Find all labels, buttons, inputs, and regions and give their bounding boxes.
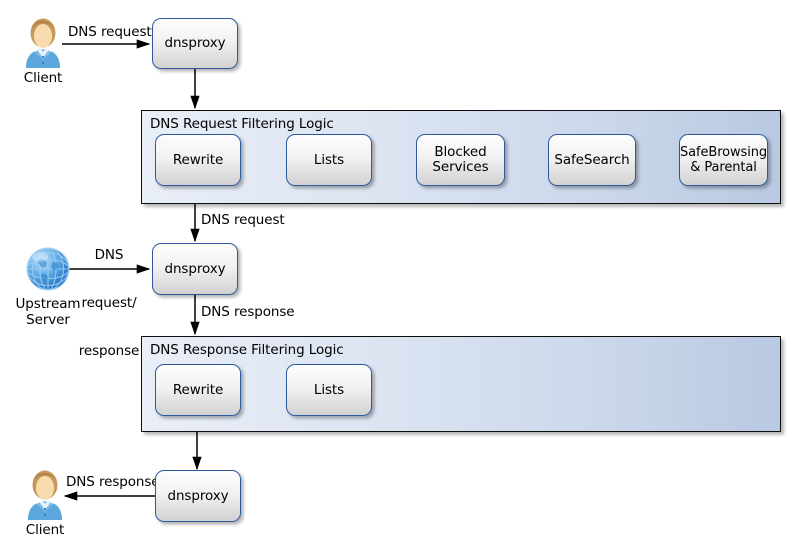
label-upstream-line2: request/ xyxy=(81,295,137,311)
panel-response-filtering-title: DNS Response Filtering Logic xyxy=(150,342,344,358)
stage-rewrite-response-label: Rewrite xyxy=(172,381,224,398)
person-icon xyxy=(22,16,64,68)
stage-rewrite-response[interactable]: Rewrite xyxy=(155,364,241,416)
dnsproxy-top-label: dnsproxy xyxy=(164,35,226,51)
dnsproxy-middle-label: dnsproxy xyxy=(164,260,226,277)
caption-client-top: Client xyxy=(23,70,63,86)
caption-upstream-line2: Server xyxy=(26,312,70,328)
stage-rewrite-request[interactable]: Rewrite xyxy=(155,134,241,186)
stage-safesearch[interactable]: SafeSearch xyxy=(548,134,636,186)
label-client-to-dnsproxy: DNS request xyxy=(68,24,152,40)
globe-icon xyxy=(22,243,74,295)
stage-blocked-services[interactable]: Blocked Services xyxy=(416,134,505,186)
label-dnsproxy-to-response-panel: DNS response xyxy=(201,304,295,320)
stage-safebrowsing-parental-line2: & Parental xyxy=(690,160,757,175)
stage-blocked-services-label: Blocked Services xyxy=(432,145,488,175)
stage-safesearch-label: SafeSearch xyxy=(554,151,630,168)
caption-client-bottom: Client xyxy=(25,522,65,538)
panel-response-filtering: DNS Response Filtering Logic xyxy=(141,336,781,432)
dnsproxy-bottom[interactable]: dnsproxy xyxy=(155,470,241,522)
dnsproxy-middle[interactable]: dnsproxy xyxy=(152,243,238,295)
dnsproxy-bottom-label: dnsproxy xyxy=(167,487,229,504)
stage-rewrite-request-label: Rewrite xyxy=(172,151,224,168)
label-dnsproxy-to-client: DNS response xyxy=(66,474,160,490)
stage-lists-request[interactable]: Lists xyxy=(286,134,372,186)
stage-blocked-services-line2: Services xyxy=(432,159,489,175)
stage-safebrowsing-parental-label: SafeBrowsing & Parental xyxy=(680,145,767,175)
stage-lists-response[interactable]: Lists xyxy=(286,364,372,416)
label-upstream-line1: DNS xyxy=(94,247,124,263)
caption-upstream-line1: Upstream xyxy=(15,296,81,312)
stage-blocked-services-line1: Blocked xyxy=(434,144,487,160)
stage-safebrowsing-parental[interactable]: SafeBrowsing & Parental xyxy=(679,134,768,186)
person-icon xyxy=(24,468,66,520)
stage-lists-response-label: Lists xyxy=(313,381,345,398)
caption-upstream-server: Upstream Server xyxy=(7,296,89,328)
label-upstream-line3: response xyxy=(78,343,140,359)
label-dnsproxy-to-request-panel: DNS request xyxy=(201,212,285,228)
panel-request-filtering-title: DNS Request Filtering Logic xyxy=(150,116,334,132)
stage-lists-request-label: Lists xyxy=(313,151,345,168)
dnsproxy-top[interactable]: dnsproxy xyxy=(152,18,238,69)
stage-safebrowsing-parental-line1: SafeBrowsing xyxy=(679,145,768,160)
label-upstream-request-response: DNS request/ response xyxy=(73,215,145,391)
